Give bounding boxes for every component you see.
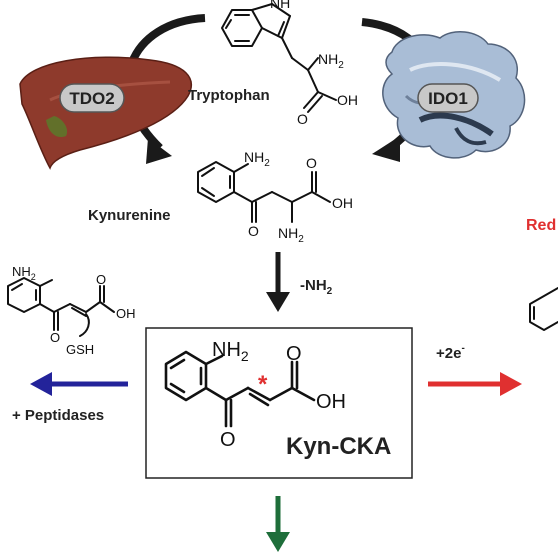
kyn-cka-label: Kyn-CKA <box>286 433 391 460</box>
reduction-label: +2e- <box>436 343 465 362</box>
kyn-cka-o: O <box>220 429 236 451</box>
tryptophan-nh2: NH2 <box>318 51 344 71</box>
gsh-adduct-oh: OH <box>116 306 136 321</box>
tryptophan-oh: OH <box>337 92 358 108</box>
kyn-cka-structure <box>164 350 316 428</box>
gsh-adduct-nh2: NH2 <box>12 264 36 282</box>
ido1-label: IDO1 <box>428 89 468 108</box>
downstream-arrow-head <box>266 532 290 552</box>
kyn-cka-box <box>145 327 413 479</box>
kyn-cka-o-acid: O <box>286 343 302 365</box>
right-partial-label: Red <box>526 217 556 234</box>
kyn-cka-oh: OH <box>316 391 346 413</box>
kynurenine-o: O <box>248 223 259 239</box>
kynurenine-label: Kynurenine <box>88 207 171 224</box>
kyn-cka-nh2: NH2 <box>212 339 249 364</box>
ido1-badge <box>417 83 479 113</box>
kynurenine-nh2-bottom: NH2 <box>278 225 304 245</box>
tryptophan-label: Tryptophan <box>188 87 270 104</box>
deamination-arrow-head <box>266 292 290 312</box>
kynurenine-nh2-top: NH2 <box>244 149 270 169</box>
kynurenine-oh: OH <box>332 195 353 211</box>
electrophile-star: * <box>258 371 268 398</box>
tdo2-label: TDO2 <box>69 89 114 108</box>
deamination-label: -NH2 <box>300 277 333 297</box>
kynurenine-o-acid: O <box>306 155 317 171</box>
tryptophan-o: O <box>297 111 308 127</box>
peptidase-arrow-head <box>30 372 52 396</box>
tryptophan-nh: NH <box>270 0 290 11</box>
gsh-label: GSH <box>66 342 94 357</box>
tryptophan-structure <box>221 3 337 113</box>
tdo2-badge <box>59 83 125 113</box>
gsh-adduct-structure <box>7 277 115 337</box>
left-curved-arrow-head <box>146 138 172 164</box>
right-curved-arrow-head <box>372 136 400 162</box>
gsh-adduct-o-acid: O <box>96 272 106 287</box>
right-partial-structure <box>529 287 558 331</box>
kynurenine-structure <box>197 161 331 223</box>
gsh-adduct-o: O <box>50 330 60 345</box>
peptidase-label: + Peptidases <box>12 407 104 424</box>
reduction-arrow-head <box>500 372 522 396</box>
